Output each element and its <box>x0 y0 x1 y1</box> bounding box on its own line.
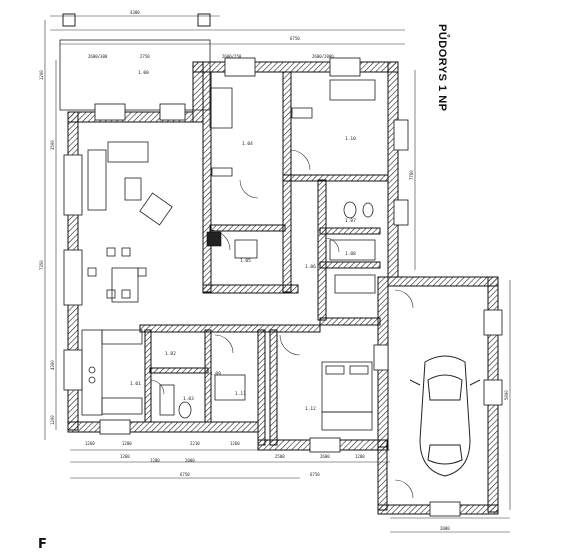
svg-text:7350: 7350 <box>39 260 44 270</box>
svg-text:1.03: 1.03 <box>183 396 194 402</box>
svg-text:1200: 1200 <box>39 70 44 80</box>
car-outline <box>409 355 481 477</box>
interior-walls <box>139 71 389 446</box>
svg-text:4380: 4380 <box>130 10 140 15</box>
svg-text:1.07: 1.07 <box>345 218 356 224</box>
svg-text:2210: 2210 <box>190 441 200 446</box>
svg-text:1200: 1200 <box>355 454 365 459</box>
svg-text:6750: 6750 <box>310 472 320 477</box>
svg-text:5800: 5800 <box>504 390 509 400</box>
stairs <box>206 231 222 247</box>
svg-text:7780: 7780 <box>409 170 414 180</box>
svg-text:2500: 2500 <box>275 454 285 459</box>
svg-text:1.00: 1.00 <box>138 70 149 76</box>
svg-text:1.08: 1.08 <box>345 251 356 257</box>
svg-text:2600: 2600 <box>320 454 330 459</box>
svg-text:4300: 4300 <box>50 360 55 370</box>
plan-title: PŮDORYS 1 NP <box>436 24 448 112</box>
svg-text:1.11: 1.11 <box>235 391 246 397</box>
windows <box>63 57 503 517</box>
svg-text:3500: 3500 <box>50 140 55 150</box>
svg-text:1.04: 1.04 <box>242 141 253 147</box>
svg-text:2600/2000: 2600/2000 <box>312 54 334 59</box>
svg-text:6750: 6750 <box>290 36 300 41</box>
furniture <box>81 79 376 431</box>
dimension-lines <box>44 15 511 533</box>
terrace-outline <box>59 39 211 111</box>
svg-text:1260: 1260 <box>85 441 95 446</box>
svg-text:1.12: 1.12 <box>305 406 316 412</box>
svg-text:1.02: 1.02 <box>165 351 176 357</box>
svg-text:1.01: 1.01 <box>130 381 141 387</box>
dimension-labels: 4380 6750 2750 2600/300 2600/250 2600/20… <box>85 10 365 477</box>
svg-text:1.06: 1.06 <box>305 264 316 270</box>
svg-text:1200: 1200 <box>150 458 160 463</box>
svg-text:2000: 2000 <box>185 458 195 463</box>
svg-text:1200: 1200 <box>50 415 55 425</box>
corner-mark: F <box>38 537 47 552</box>
svg-text:2000: 2000 <box>440 526 450 531</box>
svg-text:1.09: 1.09 <box>210 371 221 377</box>
svg-text:1260: 1260 <box>230 441 240 446</box>
svg-text:1.05: 1.05 <box>240 258 251 264</box>
svg-text:1200: 1200 <box>122 441 132 446</box>
svg-text:1.10: 1.10 <box>345 136 356 142</box>
room-labels: 1.01 1.02 1.03 1.04 1.05 1.06 1.07 1.08 … <box>130 70 356 412</box>
door-swings <box>149 149 414 499</box>
svg-text:6750: 6750 <box>180 472 190 477</box>
svg-text:2600/300: 2600/300 <box>88 54 108 59</box>
svg-text:2750: 2750 <box>140 54 150 59</box>
svg-text:2600/250: 2600/250 <box>222 54 242 59</box>
svg-text:1260: 1260 <box>120 454 130 459</box>
